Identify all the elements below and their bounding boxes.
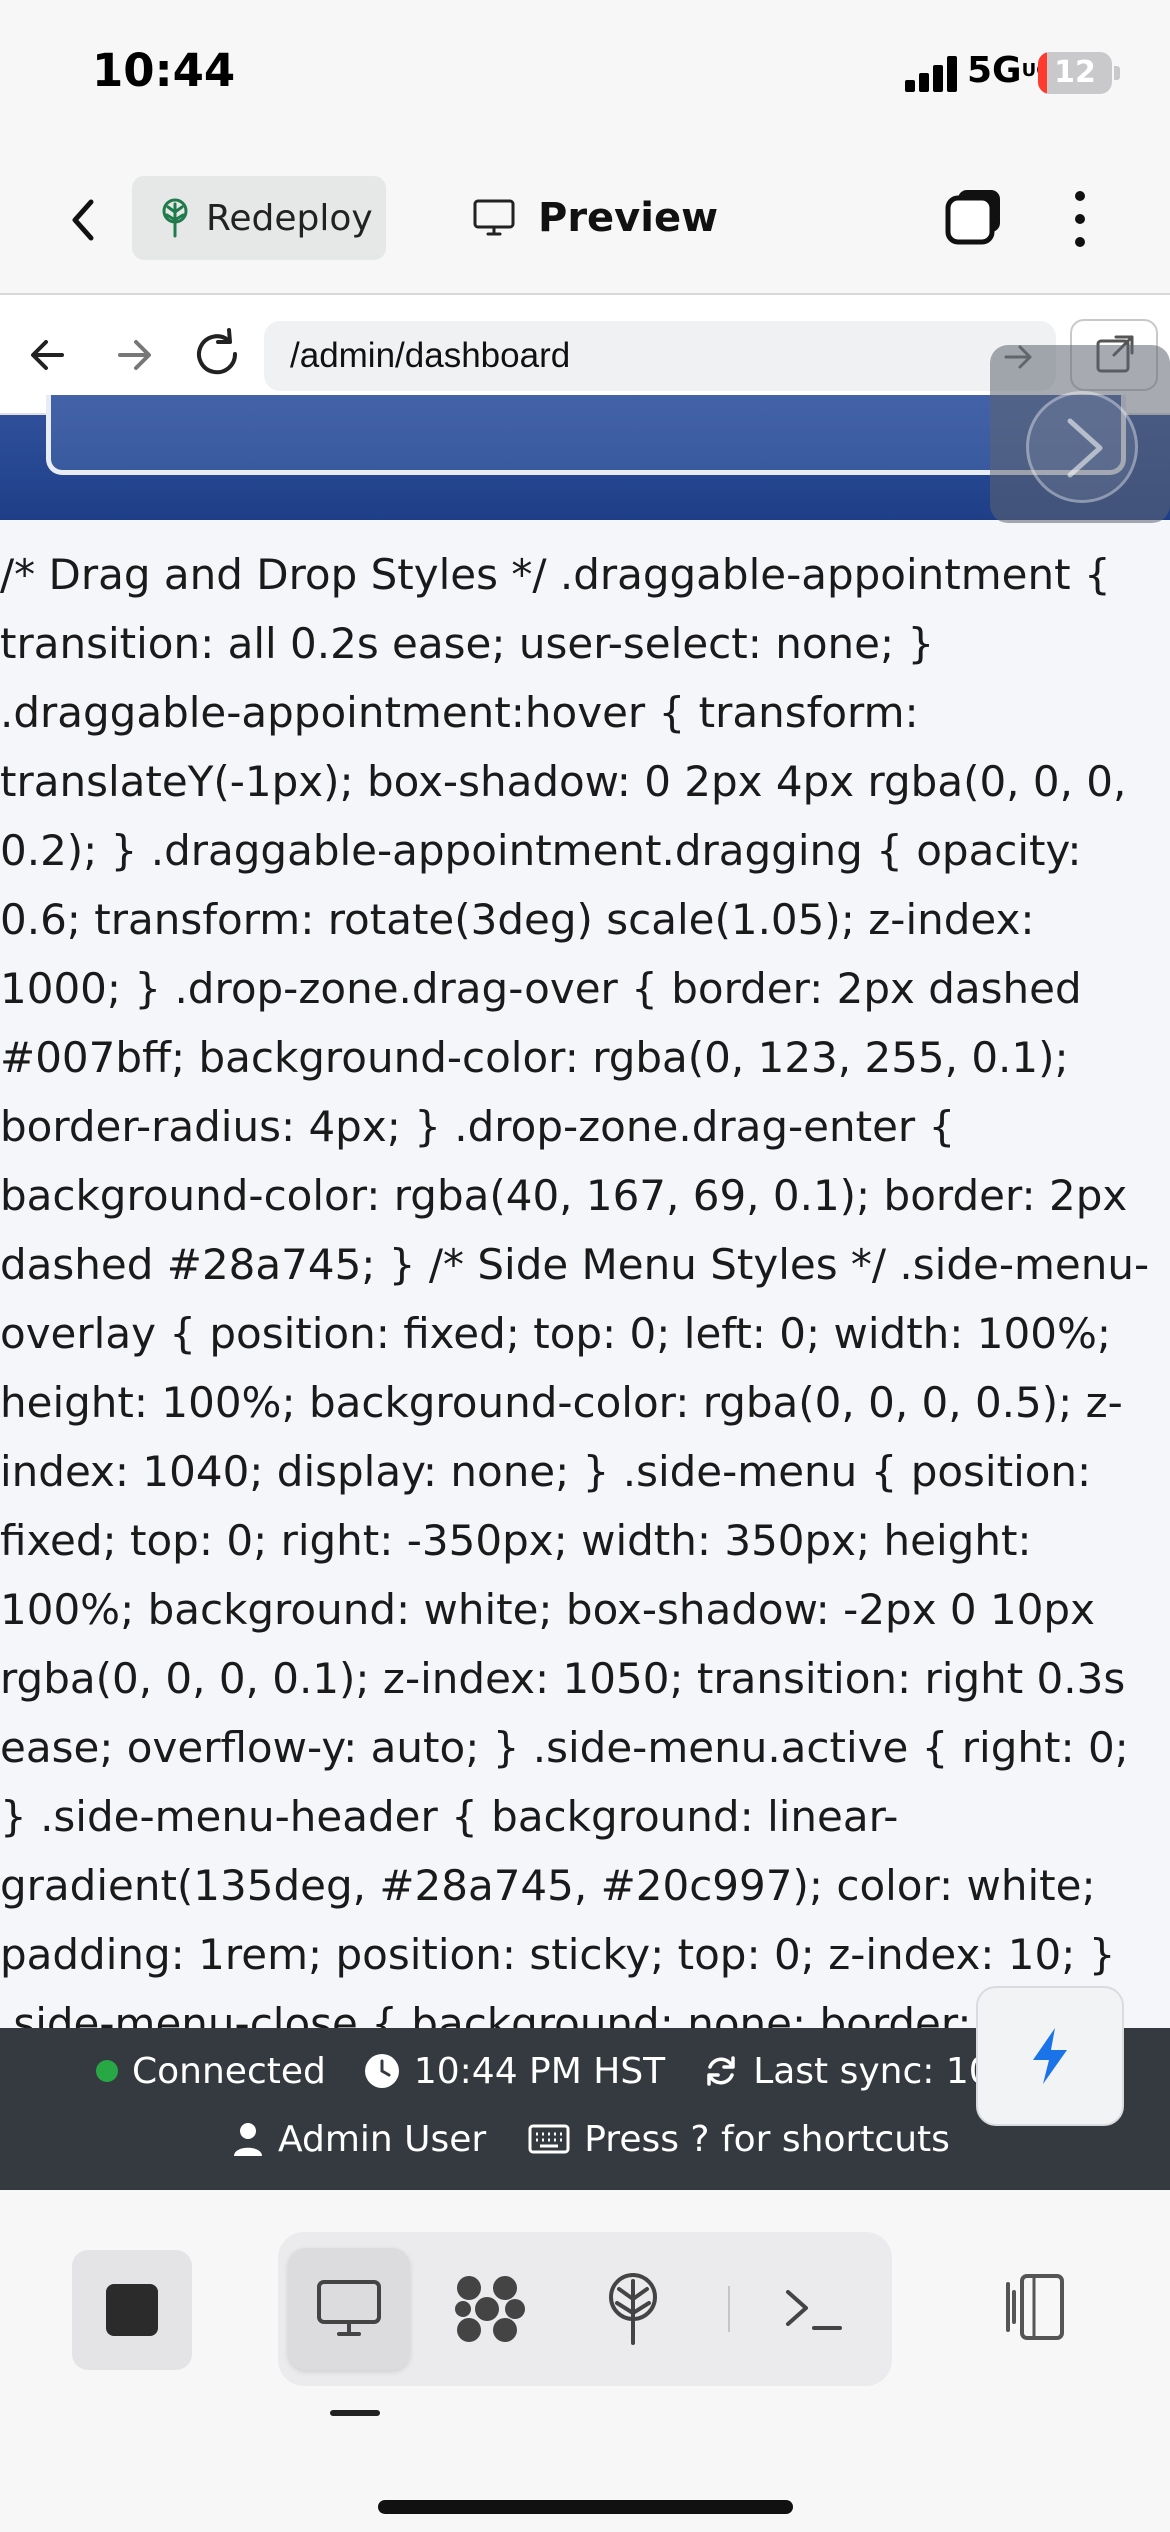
mode-deploy-button[interactable] <box>572 2248 694 2370</box>
active-tab-indicator <box>330 2410 380 2416</box>
chevron-left-icon <box>72 199 94 241</box>
back-button[interactable] <box>55 190 115 250</box>
status-row-2: Admin User Press ? for shortcuts <box>232 2114 950 2164</box>
redeploy-button[interactable]: Redeploy <box>132 176 386 260</box>
connected-dot <box>96 2060 118 2082</box>
redeploy-label: Redeploy <box>206 197 373 239</box>
status-time: 10:44 <box>92 44 236 97</box>
status-footer: Connected 10:44 PM HST Last sync: 10:4 A… <box>0 2028 1170 2190</box>
status-bar: 10:44 5GUC 12 <box>0 0 1170 150</box>
signal-icon <box>905 56 961 92</box>
floating-next-button[interactable] <box>990 345 1170 523</box>
stop-icon <box>106 2284 158 2336</box>
browser-back-button[interactable] <box>22 329 74 381</box>
ring <box>1026 391 1138 503</box>
sync-icon <box>707 2056 735 2086</box>
terminal-icon <box>786 2290 842 2330</box>
page-header-banner <box>0 395 1170 520</box>
workflow-icon <box>455 2276 525 2342</box>
more-vertical-icon[interactable] <box>1060 184 1100 254</box>
preview-label: Preview <box>538 195 719 241</box>
user-label: Admin User <box>278 2118 487 2160</box>
panel-toggle-button[interactable] <box>992 2262 1082 2352</box>
user-status: Admin User <box>232 2119 486 2160</box>
user-icon <box>234 2123 262 2156</box>
lightning-icon <box>1033 2028 1067 2084</box>
sync-status: Last sync: 10:4 <box>703 2051 996 2092</box>
tabs-icon[interactable] <box>942 184 1006 248</box>
connected-label: Connected <box>132 2050 326 2092</box>
home-indicator <box>378 2500 793 2514</box>
shortcuts-label: Press ? for shortcuts <box>584 2118 950 2160</box>
clock-icon <box>364 2054 399 2088</box>
toolbar-divider <box>728 2286 730 2332</box>
stop-button[interactable] <box>72 2250 192 2370</box>
mode-preview-button[interactable] <box>288 2248 410 2370</box>
keyboard-icon <box>528 2124 570 2154</box>
arrow-left-icon <box>31 340 64 370</box>
reload-button[interactable] <box>188 325 246 383</box>
panel-icon <box>1006 2274 1064 2340</box>
tree-icon <box>609 2273 657 2345</box>
clock-label: 10:44 PM HST <box>413 2050 666 2092</box>
browser-forward-button[interactable] <box>108 329 160 381</box>
shortcuts-hint[interactable]: Press ? for shortcuts <box>528 2119 950 2160</box>
preview-tab[interactable]: Preview <box>472 176 718 260</box>
app-bar: Redeploy Preview <box>0 150 1170 295</box>
battery-level: 12 <box>1054 55 1096 90</box>
last-sync-label: Last sync: 10:4 <box>753 2050 996 2092</box>
tree-icon <box>162 198 188 238</box>
mode-terminal-button[interactable] <box>752 2248 874 2370</box>
monitor-icon <box>473 199 515 236</box>
url-input[interactable]: /admin/dashboard <box>264 321 1056 391</box>
monitor-icon <box>317 2280 381 2336</box>
bolt-button[interactable] <box>976 1986 1124 2126</box>
battery-tip <box>1114 66 1120 80</box>
raw-css-text: /* Drag and Drop Styles */ .draggable-ap… <box>0 540 1170 2028</box>
clock-status: 10:44 PM HST <box>364 2051 665 2092</box>
reload-icon <box>197 328 238 375</box>
battery-fill <box>1038 52 1047 94</box>
mode-switcher <box>278 2232 892 2386</box>
connection-status: Connected <box>96 2051 326 2092</box>
chevron-right-icon <box>1067 418 1103 478</box>
banner-card <box>46 395 1126 475</box>
arrow-right-icon <box>118 340 151 370</box>
bottom-toolbar <box>0 2190 1170 2532</box>
mode-workflow-button[interactable] <box>430 2248 552 2370</box>
battery-icon: 12 <box>1038 52 1112 94</box>
status-row-1: Connected 10:44 PM HST Last sync: 10:4 <box>96 2046 996 2096</box>
